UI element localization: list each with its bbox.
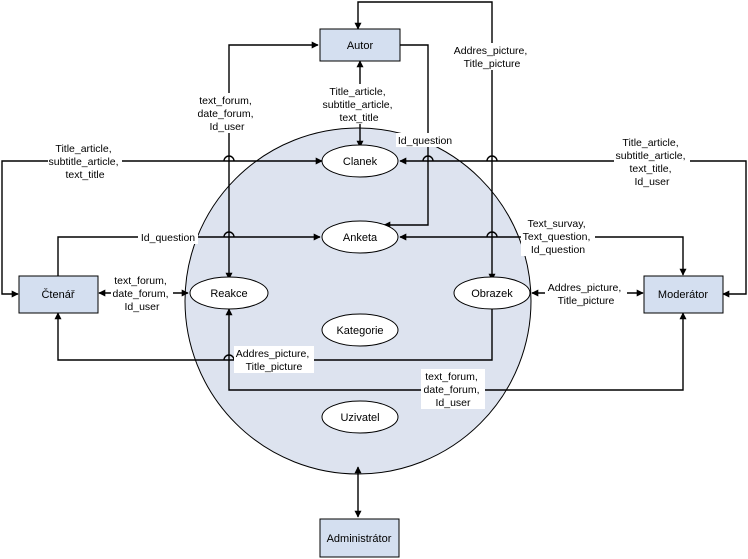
- label-reakce-moderator: text_forum, date_forum, Id_user: [421, 369, 485, 409]
- label-autor-anketa: Id_question: [396, 133, 454, 147]
- svg-text:Id_question: Id_question: [141, 232, 195, 244]
- svg-text:Title_article, subtitle_: Title_article, subtitle_article, text_ti…: [616, 137, 689, 188]
- label-ctenar-reakce: text_forum, date_forum, Id_user: [111, 273, 173, 313]
- flow-anketa-moderator: [399, 233, 687, 276]
- entity-autor[interactable]: Autor: [319, 28, 401, 62]
- process-clanek-label: Clanek: [343, 156, 378, 168]
- svg-text:text_forum, date_forum,: text_forum, date_forum, Id_user: [113, 275, 172, 313]
- label-autor-obrazek: Addres_picture, Title_picture: [451, 43, 533, 70]
- process-uzivatel-label: Uzivatel: [340, 412, 379, 424]
- label-ctenar-anketa: Id_question: [138, 230, 198, 244]
- label-autor-reakce: text_forum, date_forum, Id_user: [196, 93, 258, 133]
- svg-text:Addres_picture, Title_pi: Addres_picture, Title_picture: [454, 45, 530, 70]
- process-anketa-label: Anketa: [343, 232, 378, 244]
- process-reakce-label: Reakce: [210, 288, 247, 300]
- label-obrazek-ctenar: Addres_picture, Title_picture: [234, 346, 314, 373]
- process-kategorie-label: Kategorie: [336, 325, 383, 337]
- svg-text:text_forum, date_forum,: text_forum, date_forum, Id_user: [198, 95, 257, 133]
- process-obrazek[interactable]: Obrazek: [453, 276, 531, 310]
- svg-text:Text_survay, Text_questi: Text_survay, Text_question, Id_question: [523, 218, 594, 256]
- entity-moderator-label: Moderátor: [658, 289, 708, 301]
- entity-administrator-label: Administrátor: [327, 533, 392, 545]
- label-autor-clanek: Title_article, subtitle_article, text_ti…: [320, 84, 398, 124]
- process-obrazek-label: Obrazek: [471, 288, 513, 300]
- flow-autor-obrazek: [354, 1, 496, 281]
- process-kategorie[interactable]: Kategorie: [321, 313, 399, 347]
- entity-autor-label: Autor: [347, 40, 374, 52]
- label-clanek-ctenar: Title_article, subtitle_article, text_ti…: [48, 141, 122, 181]
- entity-ctenar-label: Čtenář: [41, 288, 74, 301]
- process-anketa[interactable]: Anketa: [321, 220, 399, 254]
- label-obrazek-moderator: Addres_picture, Title_picture: [545, 280, 627, 307]
- flow-clanek-moderator: [399, 157, 747, 298]
- entity-moderator[interactable]: Moderátor: [643, 275, 724, 314]
- flow-clanek-ctenar: [1, 157, 323, 298]
- svg-text:Title_article, subtitle_: Title_article, subtitle_article, text_ti…: [323, 86, 396, 124]
- label-moderator-anketa: Text_survay, Text_question, Id_question: [521, 216, 595, 256]
- flow-ctenar-anketa: [57, 233, 321, 276]
- svg-text:text_forum, date_forum,: text_forum, date_forum, Id_user: [424, 371, 483, 409]
- svg-text:Title_article, subtitle_: Title_article, subtitle_article, text_ti…: [49, 143, 122, 181]
- process-uzivatel[interactable]: Uzivatel: [321, 400, 399, 434]
- process-reakce[interactable]: Reakce: [189, 276, 269, 310]
- svg-text:Addres_picture, Title_pi: Addres_picture, Title_picture: [236, 348, 312, 373]
- entity-administrator[interactable]: Administrátor: [319, 518, 400, 558]
- svg-text:Addres_picture, Title_pi: Addres_picture, Title_picture: [548, 282, 624, 307]
- line-crossing-hops: [223, 155, 498, 361]
- svg-text:Id_question: Id_question: [398, 135, 452, 147]
- entity-ctenar[interactable]: Čtenář: [18, 275, 99, 314]
- label-moderator-clanek: Title_article, subtitle_article, text_ti…: [614, 135, 690, 188]
- process-clanek[interactable]: Clanek: [321, 144, 399, 178]
